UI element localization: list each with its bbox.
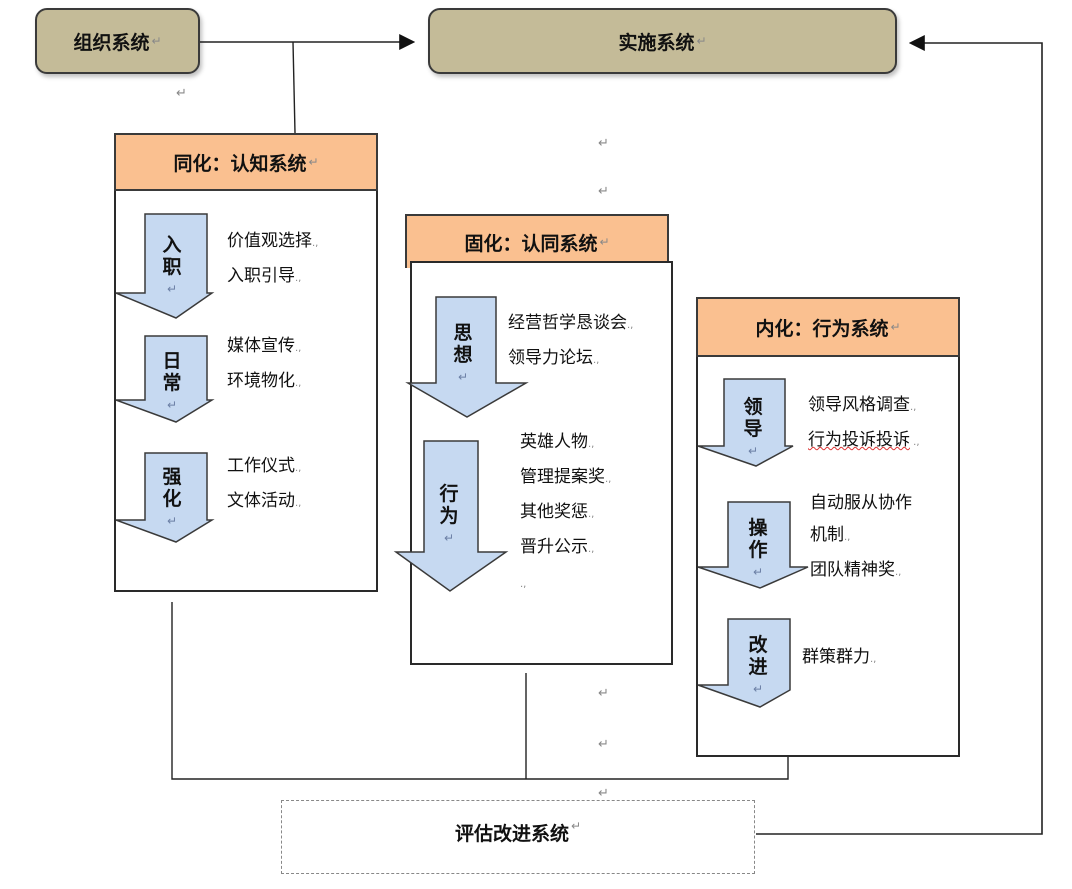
org-system-label: 组织系统 (73, 31, 150, 54)
arrow-behavior-identity (393, 440, 509, 592)
eval-to-impl-feedback-arrow (756, 35, 1043, 835)
org-to-cognition-line (292, 41, 296, 134)
identity-panel-title: 固化：认同系统 (464, 232, 598, 255)
list-item: 价值观选择., (227, 231, 319, 251)
list-item: ., (520, 579, 527, 590)
arrow-label-reinforce: 强化↵ (162, 466, 182, 528)
items-improve: 群策群力., (802, 641, 876, 676)
paragraph-mark: ↵ (696, 34, 707, 48)
arrow-label-onboarding: 入职↵ (162, 234, 182, 296)
org-system-box: 组织系统↵ (35, 8, 200, 74)
arrow-daily (115, 335, 215, 423)
items-daily: 媒体宣传., 环境物化., (227, 330, 301, 400)
list-item: 环境物化., (227, 371, 302, 391)
impl-system-label: 实施系统 (618, 31, 695, 54)
paragraph-mark: ↵ (598, 136, 609, 151)
list-item: 工作仪式., (227, 456, 302, 476)
arrow-label-daily: 日常↵ (162, 350, 182, 412)
list-item: 晋升公示., (520, 537, 595, 557)
list-item: 文体活动., (227, 491, 302, 511)
arrow-leadership (697, 378, 794, 467)
arrow-operation (697, 501, 809, 589)
items-reinforce: 工作仪式., 文体活动., (227, 450, 301, 520)
list-item: 入职引导., (227, 266, 302, 286)
list-item: 行为投诉投诉 ., (808, 430, 920, 450)
arrow-label-operation: 操作↵ (748, 517, 768, 579)
arrow-label-improve: 改进↵ (748, 634, 768, 696)
list-item: 经营哲学恳谈会., (508, 313, 634, 333)
arrow-label-thought: 思想↵ (453, 322, 473, 384)
items-behavior-identity: 英雄人物., 管理提案奖., 其他奖惩., 晋升公示., ., (520, 426, 611, 601)
list-item: 媒体宣传., (227, 336, 302, 356)
list-item: 管理提案奖., (520, 467, 612, 487)
list-item: 英雄人物., (520, 432, 595, 452)
paragraph-mark: ↵ (890, 320, 901, 334)
identity-panel-header: 固化：认同系统↵ (405, 214, 669, 268)
arrow-improve (697, 618, 791, 708)
paragraph-mark: ↵ (598, 786, 609, 801)
paragraph-mark: ↵ (308, 155, 319, 169)
paragraph-mark: ↵ (570, 819, 582, 833)
arrow-onboarding (115, 213, 215, 319)
arrow-label-leadership: 领导↵ (743, 396, 763, 458)
paragraph-mark: ↵ (151, 34, 162, 48)
cognition-panel-title: 同化：认知系统 (173, 152, 307, 175)
paragraph-mark: ↵ (598, 737, 609, 752)
list-item: 领导力论坛., (508, 348, 600, 368)
list-item: 机制., (810, 525, 851, 545)
eval-system-box: 评估改进系统↵ (281, 800, 755, 874)
behavior-panel-title: 内化：行为系统 (755, 317, 889, 340)
list-item: 自动服从协作 (810, 493, 912, 513)
arrow-reinforce (115, 452, 215, 543)
cognition-panel-header: 同化：认知系统↵ (114, 133, 378, 191)
list-item: 领导风格调查., (808, 395, 917, 415)
arrow-label-behavior-identity: 行为↵ (439, 483, 459, 545)
paragraph-mark: ↵ (599, 235, 610, 249)
items-operation: 自动服从协作 机制., 团队精神奖., (810, 487, 912, 589)
items-leadership: 领导风格调查., 行为投诉投诉 ., (808, 389, 920, 459)
eval-system-label: 评估改进系统 (454, 823, 569, 845)
arrow-thought (405, 296, 529, 418)
list-item: 其他奖惩., (520, 502, 595, 522)
list-item: 团队精神奖., (810, 560, 902, 580)
list-item: 群策群力., (802, 647, 877, 667)
paragraph-mark: ↵ (598, 686, 609, 701)
behavior-panel-header: 内化：行为系统↵ (696, 297, 960, 357)
items-thought: 经营哲学恳谈会., 领导力论坛., (508, 307, 633, 377)
paragraph-mark: ↵ (176, 86, 187, 101)
items-onboarding: 价值观选择., 入职引导., (227, 225, 318, 295)
panels-to-eval-line (171, 602, 789, 780)
impl-system-box: 实施系统↵ (428, 8, 897, 74)
paragraph-mark: ↵ (598, 184, 609, 199)
